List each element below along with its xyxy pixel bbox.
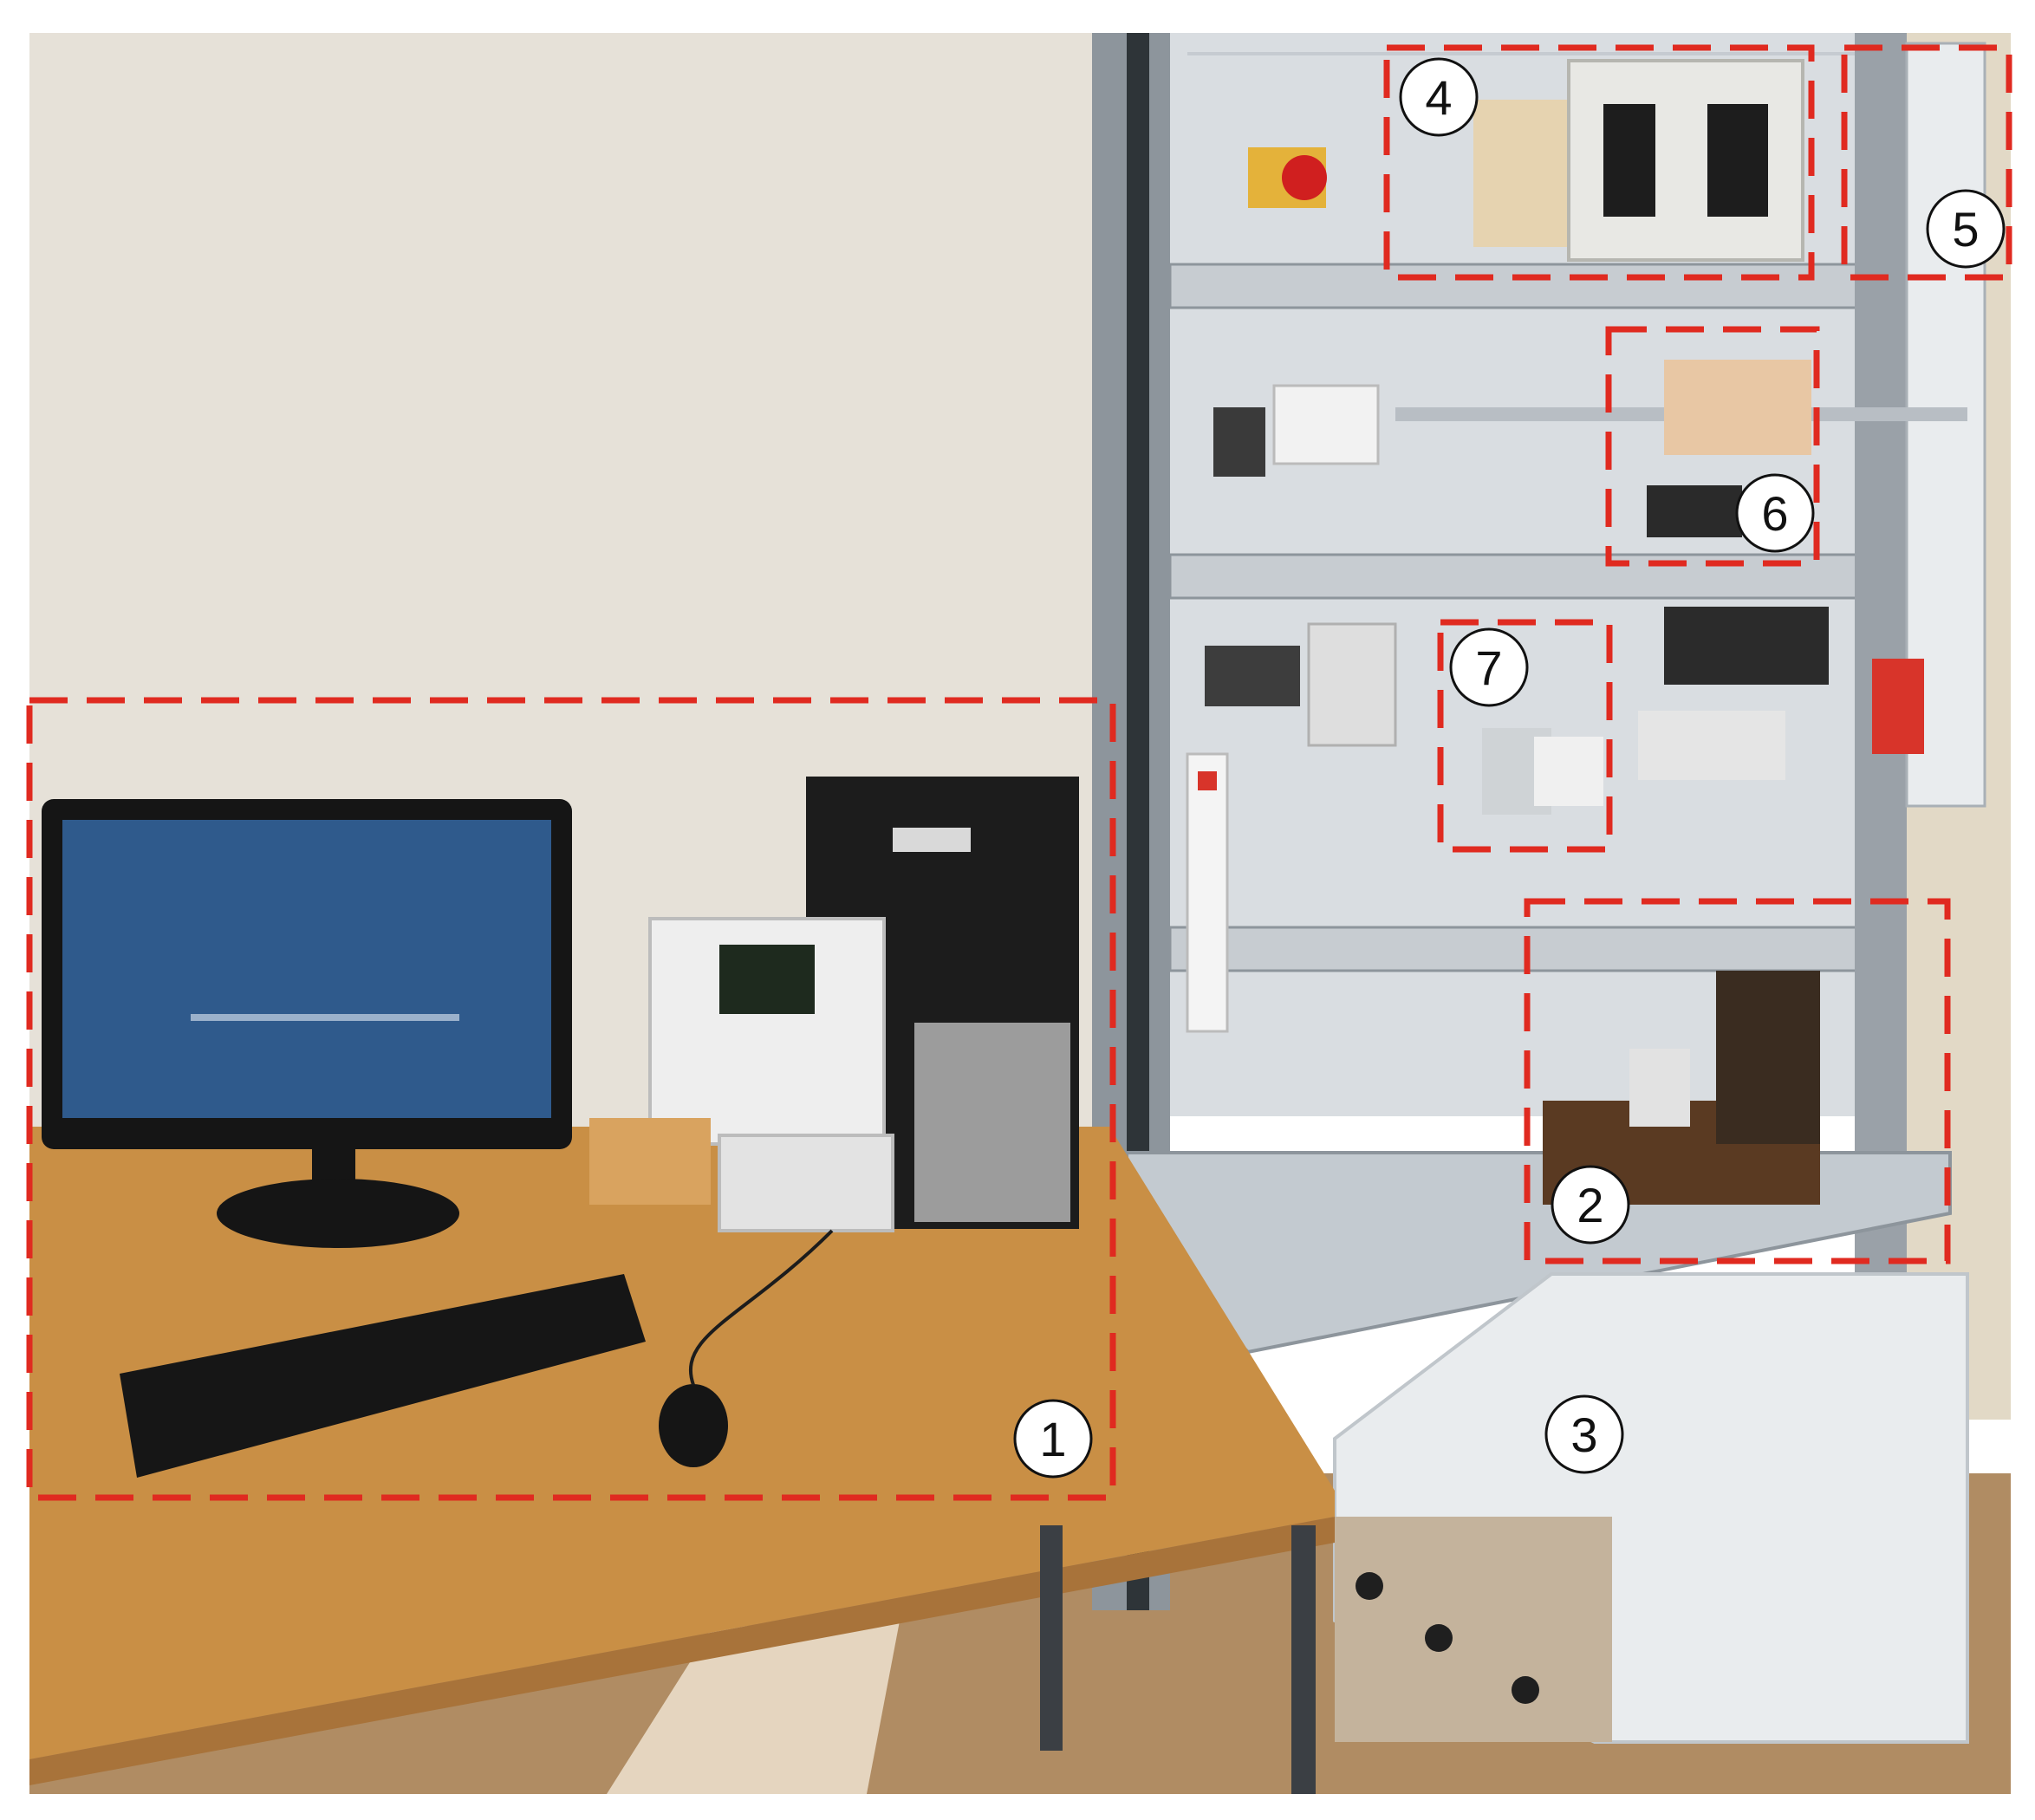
interface-board [589, 1118, 711, 1205]
mouse [659, 1384, 728, 1467]
keyboard [120, 1274, 646, 1478]
cable-duct-1 [1168, 263, 1891, 309]
region-badge-7 [1449, 627, 1529, 707]
relay-block [1647, 485, 1742, 537]
region-label-5: 5 [1952, 202, 1979, 257]
main-switch [1213, 407, 1265, 477]
breaker-row-3 [1638, 711, 1785, 780]
region-label-6: 6 [1761, 486, 1788, 541]
region-badge-6 [1735, 473, 1815, 553]
monitor-stand [217, 1179, 459, 1248]
coil-right [1707, 104, 1768, 217]
coil-left [1603, 104, 1655, 217]
region-badge-1 [1013, 1399, 1093, 1479]
region-highlights: 1 2 3 4 5 6 7 [26, 44, 2012, 1501]
emergency-stop-button [1282, 155, 1327, 200]
region-label-3: 3 [1570, 1407, 1597, 1462]
table-leg [1291, 1525, 1316, 1794]
inductor [1716, 971, 1820, 1144]
power-strip-switch [1198, 771, 1217, 790]
mouse-cable [688, 1229, 834, 1386]
io-box-display [719, 945, 815, 1014]
region-box-2 [1524, 898, 1951, 1264]
region-box-4 [1383, 44, 1815, 281]
region-label-2: 2 [1577, 1178, 1603, 1232]
region-box-1 [26, 697, 1116, 1501]
enclosure-socket-2 [1425, 1624, 1453, 1652]
screen-window-line [191, 1014, 459, 1021]
floor-sun-patch [607, 1612, 901, 1794]
transformer-small [1205, 646, 1300, 706]
desk-workstation [29, 777, 1335, 1794]
enclosure-socket-1 [1356, 1572, 1383, 1600]
terminal-board [1664, 360, 1811, 455]
io-box-base [718, 1134, 894, 1232]
region-box-6 [1605, 326, 1820, 567]
region-badge-4 [1399, 57, 1479, 137]
contactor-2 [1751, 607, 1829, 685]
pc-tower-drive-label [893, 828, 971, 852]
resistor-bank [1629, 1049, 1690, 1127]
region-label-1: 1 [1039, 1412, 1066, 1466]
monitor-screen [62, 820, 551, 1118]
breaker-group [1272, 384, 1380, 465]
fuse-block [1534, 737, 1603, 806]
region-badge-5 [1926, 189, 2006, 269]
pc-tower-front-grill [914, 1023, 1070, 1222]
table-edge [29, 1517, 1335, 1785]
enclosure-front-panel [1335, 1517, 1612, 1742]
power-supply [1307, 622, 1397, 747]
pcb-board [1473, 100, 1577, 247]
region-label-4: 4 [1425, 70, 1452, 125]
region-label-7: 7 [1475, 640, 1502, 695]
power-strip [1186, 752, 1229, 1033]
region-badge-2 [1551, 1165, 1630, 1245]
enclosure-socket-3 [1512, 1676, 1539, 1704]
red-plug [1872, 659, 1924, 754]
region-box-7 [1437, 619, 1613, 853]
region-box-5 [1841, 44, 2012, 281]
region-badge-3 [1544, 1394, 1624, 1474]
perforated-pattern [1187, 52, 1872, 55]
table-leg-rear [1040, 1525, 1063, 1751]
